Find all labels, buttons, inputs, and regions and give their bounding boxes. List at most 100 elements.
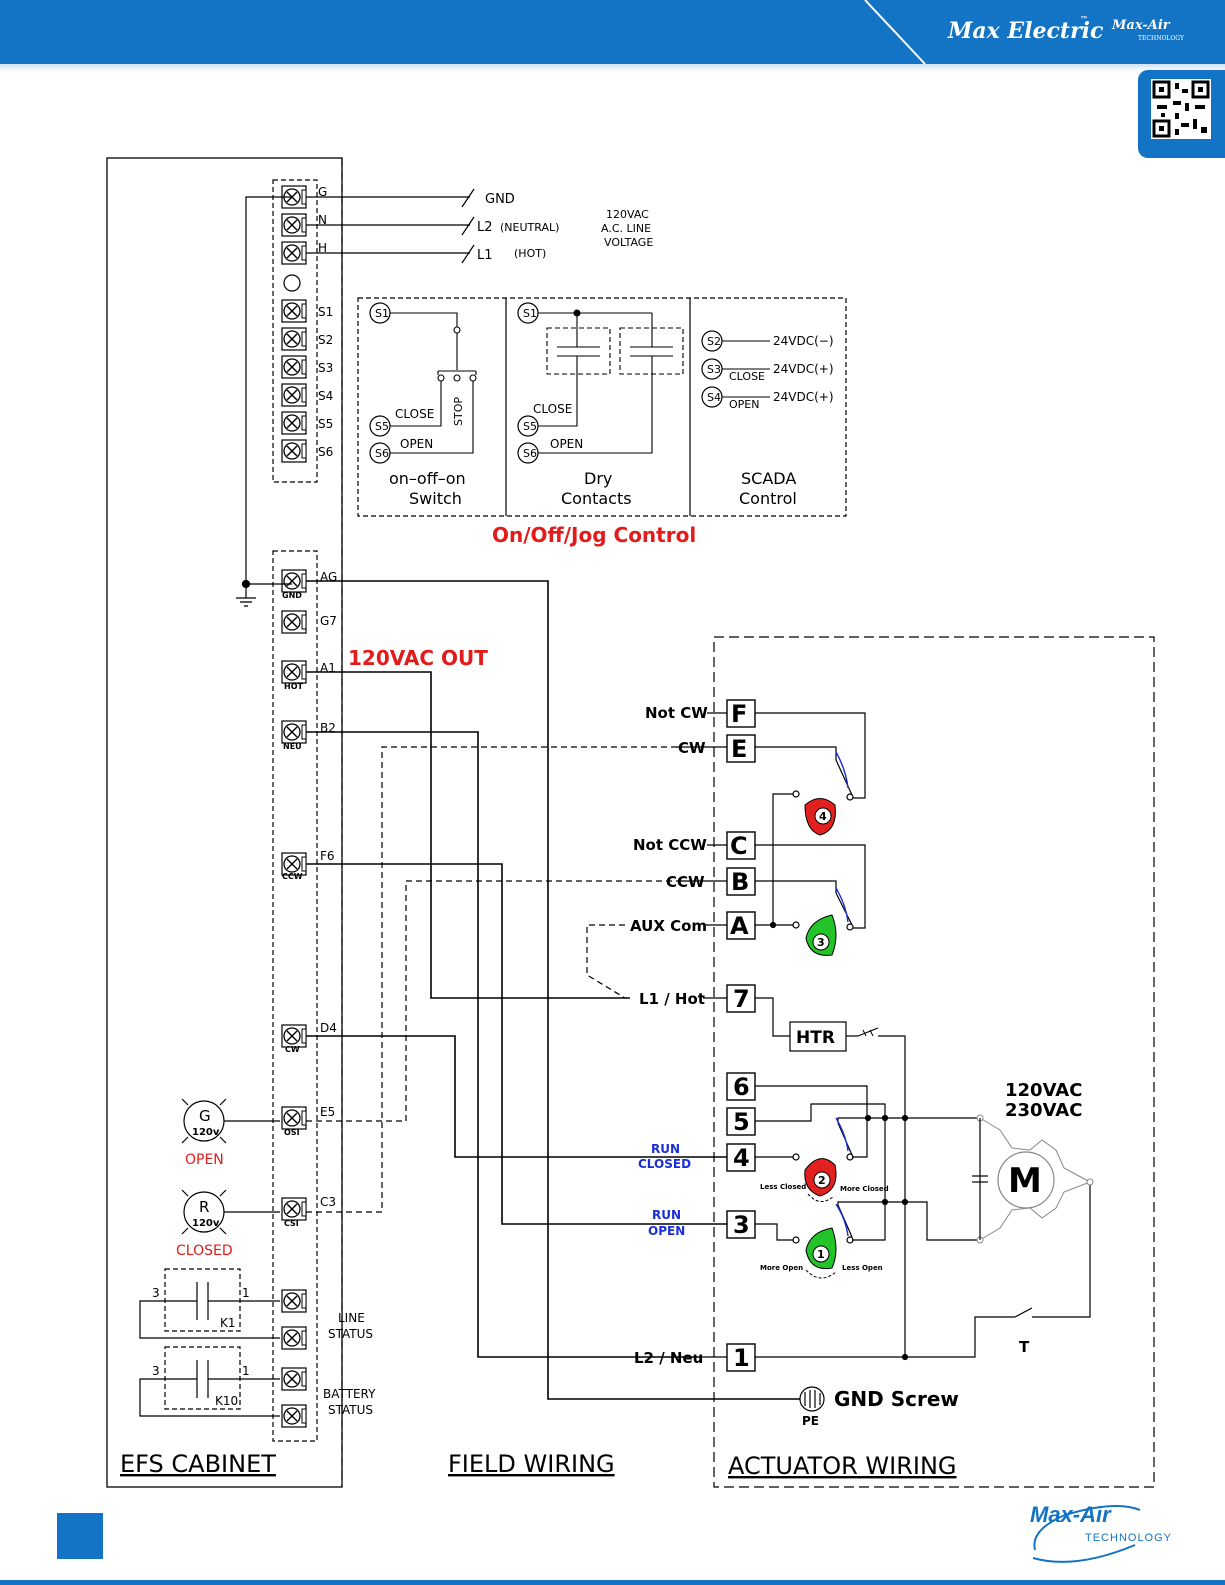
- lamp-r-voltage: 120v: [192, 1218, 220, 1229]
- act-term-7: 7: [733, 985, 750, 1013]
- k1-pin1: 1: [242, 1286, 250, 1300]
- partner-logo: Max-Air: [1112, 18, 1170, 33]
- act-term-e: E: [731, 735, 747, 763]
- act-term-c: C: [730, 832, 748, 860]
- scada-open: OPEN: [729, 398, 759, 411]
- gnd-screw-icon: [799, 1386, 825, 1412]
- efs-e5: E5: [320, 1105, 335, 1119]
- section-efs: EFS CABINET: [120, 1450, 276, 1478]
- lamp-open-label: OPEN: [185, 1152, 224, 1168]
- thermo-label: T: [1019, 1338, 1030, 1356]
- sw-open: OPEN: [400, 437, 433, 451]
- field-wires-dashed: [306, 746, 677, 1213]
- cam-3-label: 3: [817, 936, 825, 949]
- act-term-b: B: [731, 868, 749, 896]
- act-term-6: 6: [733, 1073, 750, 1101]
- efs-g7: G7: [320, 614, 337, 628]
- act-term-1: 1: [733, 1344, 750, 1372]
- scada-panel: [701, 330, 770, 408]
- more-closed: More Closed: [840, 1185, 889, 1193]
- act-term-4: 4: [733, 1144, 750, 1172]
- scada-vdc-neg: 24VDC(−): [773, 334, 834, 348]
- sw-close: CLOSE: [395, 407, 434, 421]
- scada-s4: S4: [707, 391, 721, 404]
- run-closed-2: CLOSED: [638, 1157, 691, 1171]
- sw-stop: STOP: [452, 397, 465, 426]
- tag-hot: HOT: [284, 682, 303, 691]
- tag-ccw: CCW: [282, 872, 303, 881]
- dry-open: OPEN: [550, 437, 583, 451]
- control-title: On/Off/Jog Control: [492, 523, 696, 547]
- cam-4-label: 4: [819, 810, 827, 823]
- line-l2-label: L2: [477, 220, 493, 235]
- label-ccw: CCW: [666, 873, 705, 891]
- brand-tm: ™: [1080, 14, 1088, 24]
- footer-swoosh-icon: [1032, 1505, 1141, 1563]
- partner-sub: TECHNOLOGY: [1138, 35, 1184, 42]
- label-not-cw: Not CW: [645, 704, 708, 722]
- lamp-g-label: G: [199, 1107, 211, 1125]
- scada-vdc-pos-1: 24VDC(+): [773, 362, 834, 376]
- line-voltage-1: 120VAC: [606, 208, 649, 221]
- sw-caption-1: on–off–on: [389, 469, 466, 488]
- actuator-box: [713, 636, 1155, 1488]
- efs-f6: F6: [320, 849, 335, 863]
- sw-s1: S1: [375, 307, 389, 320]
- dry-s6: S6: [523, 447, 537, 460]
- scada-caption-2: Control: [739, 489, 797, 508]
- cam-arcs: [835, 751, 849, 1237]
- motor-voltage-120: 120VAC: [1005, 1080, 1082, 1101]
- lamp-closed-label: CLOSED: [176, 1243, 233, 1259]
- footer-logo: Max-Air: [1030, 1502, 1111, 1527]
- scada-s3: S3: [707, 363, 721, 376]
- sw-s5: S5: [375, 420, 389, 433]
- cam-4-icon: [804, 798, 836, 836]
- terminal-label-s6: S6: [318, 445, 333, 459]
- dry-close: CLOSE: [533, 402, 572, 416]
- efs-cabinet-box: [106, 157, 343, 1488]
- label-aux-com: AUX Com: [630, 917, 707, 935]
- tag-cw: CW: [285, 1045, 300, 1054]
- lamp-closed-icon: [181, 1189, 280, 1235]
- terminal-label-s2: S2: [318, 333, 333, 347]
- motor-capacitor: [972, 1118, 988, 1240]
- act-term-a: A: [730, 912, 749, 940]
- lamp-open-icon: [181, 1098, 280, 1144]
- out-title: 120VAC OUT: [348, 646, 488, 670]
- label-cw: CW: [678, 739, 706, 757]
- actuator-terminals: [726, 699, 756, 1372]
- cam-2-label: 2: [818, 1174, 826, 1187]
- motor-icon: [997, 1151, 1055, 1209]
- htr-label: HTR: [796, 1028, 835, 1048]
- lamp-g-voltage: 120v: [192, 1127, 220, 1138]
- terminal-label-s3: S3: [318, 361, 333, 375]
- sw-caption-2: Switch: [409, 489, 462, 508]
- field-wires-solid: [306, 580, 800, 1400]
- k10-pin1: 1: [242, 1364, 250, 1378]
- battery-status-1: BATTERY: [323, 1387, 376, 1401]
- cam-1-label: 1: [817, 1248, 825, 1261]
- scada-s2: S2: [707, 335, 721, 348]
- gnd-screw-label: GND Screw: [834, 1387, 959, 1411]
- motor-label: M: [1008, 1161, 1042, 1201]
- dry-caption-1: Dry: [584, 469, 612, 488]
- efs-ag: AG: [320, 570, 337, 584]
- qr-code-icon[interactable]: [1151, 79, 1211, 139]
- tag-osi: OSI: [284, 1128, 300, 1137]
- motor-voltage-230: 230VAC: [1005, 1100, 1082, 1121]
- terminal-label-s4: S4: [318, 389, 333, 403]
- line-voltage-2: A.C. LINE: [601, 222, 651, 235]
- k1-pin3: 3: [152, 1286, 160, 1300]
- run-open-1: RUN: [652, 1208, 681, 1222]
- efs-d4: D4: [320, 1021, 337, 1035]
- terminal-label-n: N: [318, 213, 327, 227]
- act-term-3: 3: [733, 1211, 750, 1239]
- footer-sub: TECHNOLOGY: [1085, 1532, 1173, 1544]
- line-voltage-3: VOLTAGE: [604, 236, 653, 249]
- efs-terminal-strip: [272, 550, 318, 1442]
- terminal-label-g: G: [318, 185, 327, 199]
- cam-2-icon: [804, 1158, 837, 1202]
- line-power-wires: [245, 188, 475, 598]
- label-l2-neu: L2 / Neu: [634, 1349, 703, 1367]
- dry-contacts-panel: [517, 302, 684, 464]
